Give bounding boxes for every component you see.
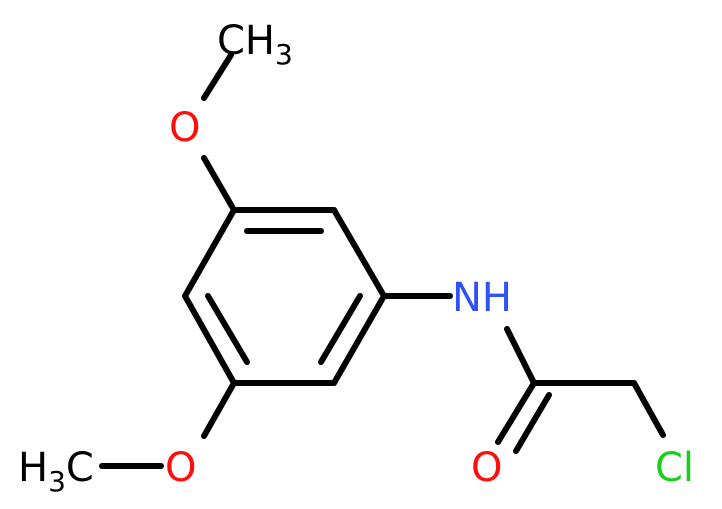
ring-bond-2 — [331, 207, 387, 299]
atom-ch3-top: CH3 — [217, 18, 293, 71]
atom-o-bottom: O — [165, 445, 196, 491]
atom-cl: Cl — [655, 445, 694, 491]
ring-bond-5 — [182, 293, 237, 386]
bond-o-top-ch3 — [201, 52, 234, 101]
ring-bond-3 — [331, 293, 387, 386]
bond-ring-o-bottom — [201, 380, 237, 439]
atom-o-top: O — [169, 105, 200, 151]
bond-ring-o-top — [201, 155, 237, 213]
ring-bond-6 — [182, 207, 237, 299]
ring-bond-3-inner — [318, 293, 363, 365]
bond-nh-carbonyl-c — [504, 326, 537, 386]
ring-bond-5-inner — [205, 293, 250, 365]
bond-ch2-cl — [631, 380, 666, 438]
benzene-ring — [182, 207, 387, 386]
atom-nh: NH — [452, 275, 512, 321]
bond-carbonyl-co-1 — [495, 380, 537, 445]
atom-o-carbonyl: O — [471, 445, 502, 491]
atom-h3c-bottom: H3C — [18, 445, 94, 498]
bond-carbonyl-co-2 — [513, 392, 552, 454]
